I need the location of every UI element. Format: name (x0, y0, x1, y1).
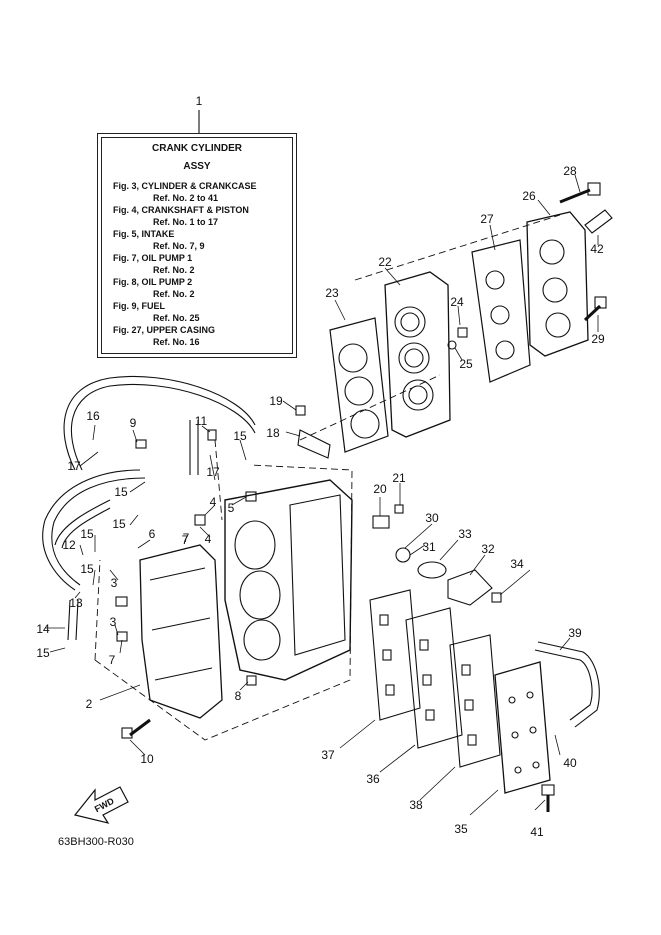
plate-20 (372, 515, 390, 529)
callout-number: 11 (194, 414, 208, 428)
crankcase-2 (139, 544, 223, 719)
callout-number: 15 (80, 527, 94, 541)
thermostat-31 (395, 547, 411, 563)
fitting-9 (135, 439, 147, 449)
callout-number: 25 (459, 357, 473, 371)
callout-number: 19 (269, 394, 283, 408)
ref-fig: Fig. 8, OIL PUMP 2 (113, 277, 193, 287)
callout-number: 14 (36, 622, 50, 636)
ref-no: Ref. No. 7, 9 (153, 241, 205, 251)
cylinder-block (224, 479, 353, 681)
ref-fig: Fig. 7, OIL PUMP 1 (113, 253, 193, 263)
callout-number: 41 (530, 825, 544, 839)
callout-number: 21 (392, 471, 406, 485)
ref-fig: Fig. 3, CYLINDER & CRANKCASE (113, 181, 257, 191)
ref-fig: Fig. 5, INTAKE (113, 229, 175, 239)
head-cover-26 (526, 211, 589, 357)
bolt-28 (559, 182, 601, 204)
gasket-37 (369, 589, 421, 721)
callout-number: 15 (233, 429, 247, 443)
callout-number: 42 (590, 242, 604, 256)
assembly-dash-outline (94, 214, 561, 741)
callout-number: 28 (563, 164, 577, 178)
callout-number: 3 (109, 615, 117, 629)
ref-fig: Fig. 27, UPPER CASING (113, 325, 216, 335)
head-cover-gasket-27 (471, 239, 531, 383)
hose-39 (534, 641, 600, 728)
ref-no: Ref. No. 2 (153, 289, 195, 299)
spark-plug-42 (584, 209, 613, 234)
bolt-10 (121, 727, 133, 739)
callout-number: 15 (36, 646, 50, 660)
callout-number: 33 (458, 527, 472, 541)
callout-number: 30 (425, 511, 439, 525)
callout-number: 15 (80, 562, 94, 576)
callout-number: 34 (510, 557, 524, 571)
callout-number: 22 (378, 255, 392, 269)
callout-number: 7 (182, 531, 190, 545)
ref-fig: Fig. 9, FUEL (113, 301, 166, 311)
assy-reference-box: CRANK CYLINDER ASSY Fig. 3, CYLINDER & C… (97, 133, 297, 358)
callout-number: 17 (206, 465, 220, 479)
callout-number: 31 (422, 540, 436, 554)
callout-number: 27 (480, 212, 494, 226)
bolt-29 (583, 296, 607, 322)
callout-number: 24 (450, 295, 464, 309)
callout-number: 8 (234, 689, 242, 703)
callout-number: 26 (522, 189, 536, 203)
callout-number: 38 (409, 798, 423, 812)
callout-number: 1 (195, 94, 203, 108)
drawing-code: 63BH300-R030 (58, 836, 134, 848)
callout-number: 2 (85, 697, 93, 711)
callout-number: 36 (366, 772, 380, 786)
callout-number: 37 (321, 748, 335, 762)
ref-no: Ref. No. 2 to 41 (153, 193, 219, 203)
ref-no: Ref. No. 25 (153, 313, 200, 323)
callout-number: 10 (140, 752, 154, 766)
fwd-arrow (73, 786, 129, 824)
ref-no: Ref. No. 1 to 17 (153, 217, 219, 227)
callout-number: 15 (112, 517, 126, 531)
callout-number: 29 (591, 332, 605, 346)
gasket-33 (417, 561, 447, 579)
callout-number: 15 (114, 485, 128, 499)
cylinder-head-gasket-23 (329, 317, 389, 453)
callout-number: 6 (148, 527, 156, 541)
assy-title: CRANK CYLINDER (152, 143, 242, 154)
callout-number: 23 (325, 286, 339, 300)
callout-number: 7 (181, 533, 189, 547)
exhaust-cover-35 (494, 661, 551, 794)
assy-subtitle: ASSY (183, 161, 211, 172)
callout-number: 7 (108, 653, 116, 667)
callout-number: 35 (454, 822, 468, 836)
cylinder-head-22 (384, 271, 451, 438)
callout-number: 39 (568, 626, 582, 640)
callout-number: 12 (62, 538, 76, 552)
callout-number: 4 (204, 532, 212, 546)
ref-no: Ref. No. 2 (153, 265, 195, 275)
plate-36 (405, 607, 463, 749)
ref-no: Ref. No. 16 (153, 337, 200, 347)
callout-number: 40 (563, 756, 577, 770)
gasket-38 (449, 634, 501, 768)
bracket-18 (297, 429, 331, 459)
bolt-19 (295, 405, 306, 416)
callout-number: 18 (266, 426, 280, 440)
callout-number: 13 (69, 596, 83, 610)
callout-number: 4 (209, 495, 217, 509)
cover-32 (447, 569, 493, 606)
fuel-hoses (42, 375, 256, 641)
callout-number: 32 (481, 542, 495, 556)
callout-number: 3 (110, 576, 118, 590)
callout-number: 20 (373, 482, 387, 496)
callout-number: 9 (129, 416, 137, 430)
ref-fig: Fig. 4, CRANKSHAFT & PISTON (113, 205, 249, 215)
callout-number: 16 (86, 409, 100, 423)
callout-number: 5 (227, 501, 235, 515)
bolt-41 (541, 784, 555, 796)
callout-number: 17 (67, 459, 81, 473)
